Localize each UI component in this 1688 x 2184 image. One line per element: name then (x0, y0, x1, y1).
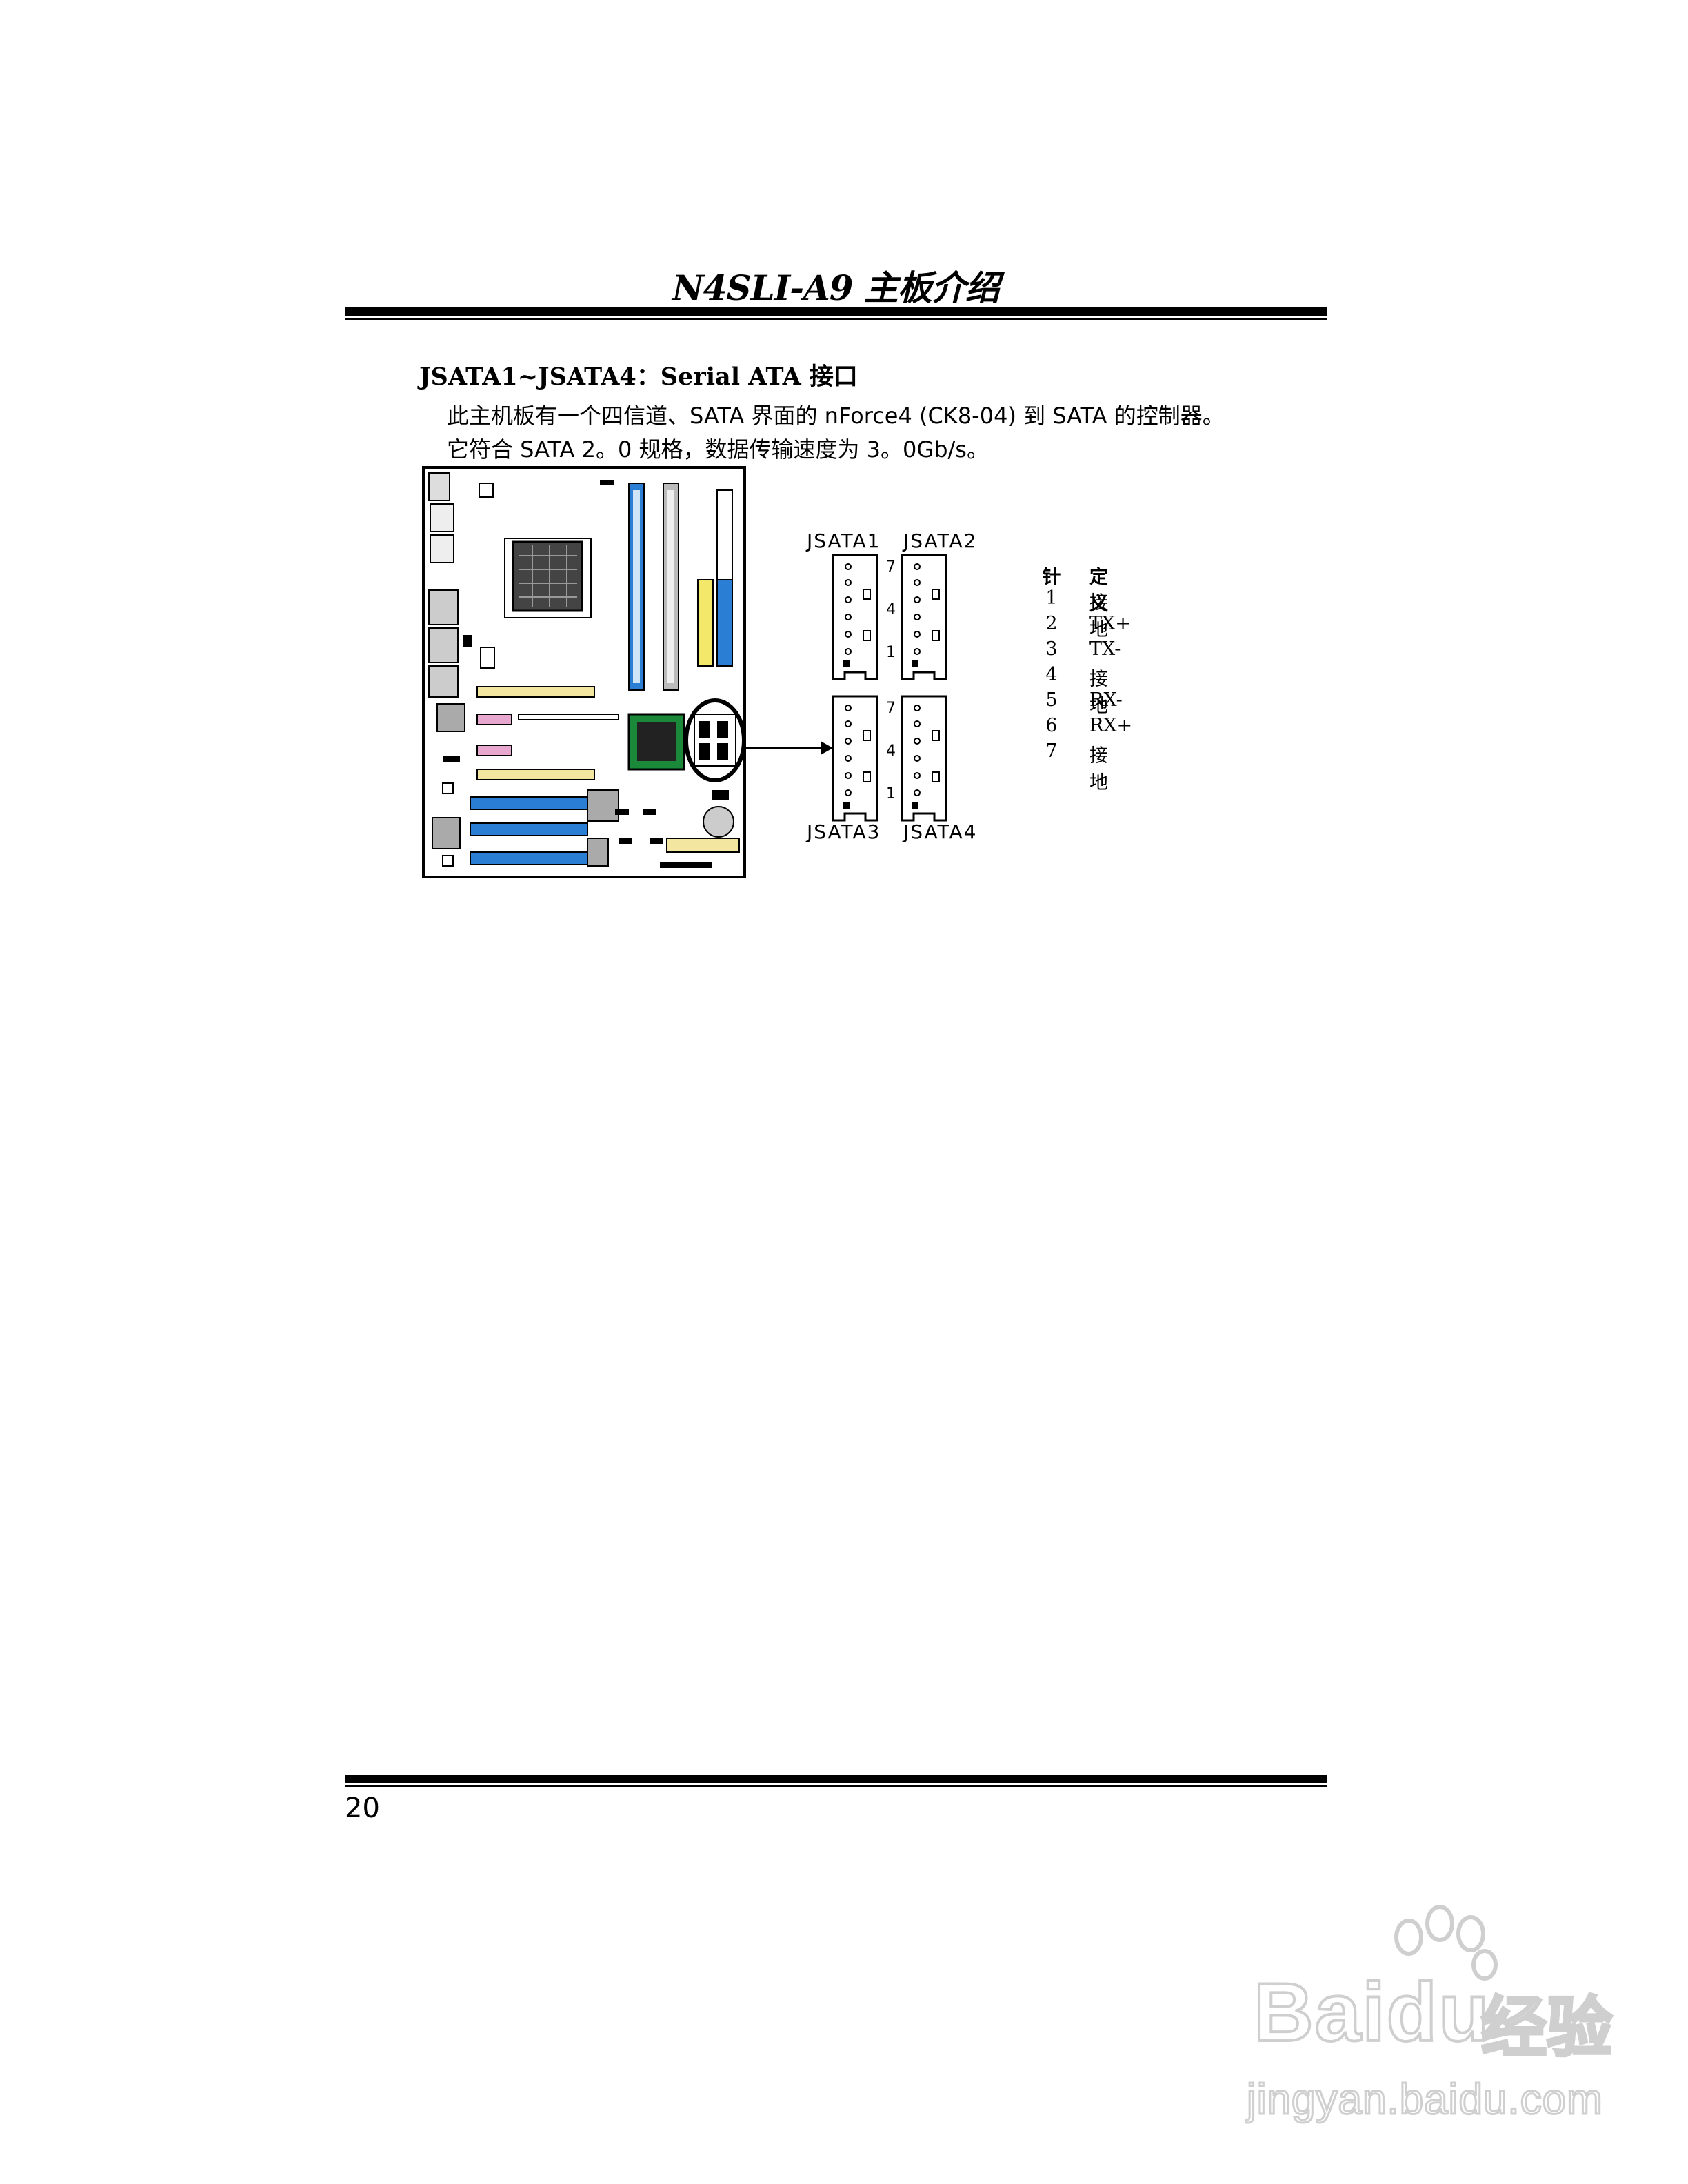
pin-definition: 接地 (1089, 669, 1108, 717)
watermark-brand: Bai (1252, 1965, 1387, 2060)
motherboard-diagram (422, 466, 746, 878)
pin-number: 1 (1045, 587, 1058, 609)
watermark-brand-du: du (1385, 1965, 1491, 2060)
pin-number: 3 (1045, 638, 1058, 660)
pin-number: 2 (1045, 613, 1058, 634)
pin-mark-1-top: 1 (886, 644, 896, 661)
page-number: 20 (345, 1792, 380, 1824)
baidu-watermark: Baidu 经验 jingyan.baidu.com (1233, 1903, 1647, 2137)
pin-number: 4 (1045, 664, 1058, 685)
connector-label-jsata3: JSATA3 (807, 820, 881, 843)
paw-logo-icon (1394, 1905, 1498, 1981)
connector-label-jsata2: JSATA2 (903, 529, 978, 552)
header-rule-thin (345, 318, 1327, 320)
pin-definition: TX+ (1089, 613, 1131, 634)
watermark-brand-cn: 经验 (1480, 1989, 1614, 2067)
page-header-title: N4SLI-A9 主板介绍 (672, 267, 1000, 308)
footer-rule (345, 1775, 1327, 1783)
watermark-url: jingyan.baidu.com (1246, 2075, 1604, 2125)
pin-number: 7 (1045, 740, 1058, 762)
header-rule (345, 307, 1327, 316)
connector-label-jsata4: JSATA4 (903, 820, 978, 843)
pin-mark-4-bottom: 4 (886, 742, 896, 760)
sata-connectors-diagram (832, 554, 947, 822)
pin-number: 5 (1045, 689, 1058, 711)
section-heading: JSATA1~JSATA4：Serial ATA 接口 (419, 363, 858, 391)
pin-mark-7-top: 7 (886, 558, 896, 576)
pin-definition: RX- (1089, 689, 1123, 711)
pin-number: 6 (1045, 715, 1058, 736)
pin-definition: TX- (1089, 638, 1121, 660)
pointer-arrow (745, 741, 833, 755)
pin-mark-1-bottom: 1 (886, 785, 896, 802)
pin-mark-4-top: 4 (886, 601, 896, 618)
body-text-line-2: 它符合 SATA 2。0 规格，数据传输速度为 3。0Gb/s。 (447, 436, 989, 463)
pin-definition: RX+ (1089, 715, 1133, 736)
footer-rule-thin (345, 1785, 1327, 1787)
header-definition: 定义 (1089, 567, 1108, 615)
body-text-line-1: 此主机板有一个四信道、SATA 界面的 nForce4 (CK8-04) 到 S… (447, 403, 1225, 429)
pin-mark-7-bottom: 7 (886, 700, 896, 717)
header-pin: 针 (1042, 567, 1061, 588)
pin-definition: 接地 (1089, 745, 1108, 793)
pin-definition: 接地 (1089, 592, 1108, 640)
connector-label-jsata1: JSATA1 (807, 529, 881, 552)
